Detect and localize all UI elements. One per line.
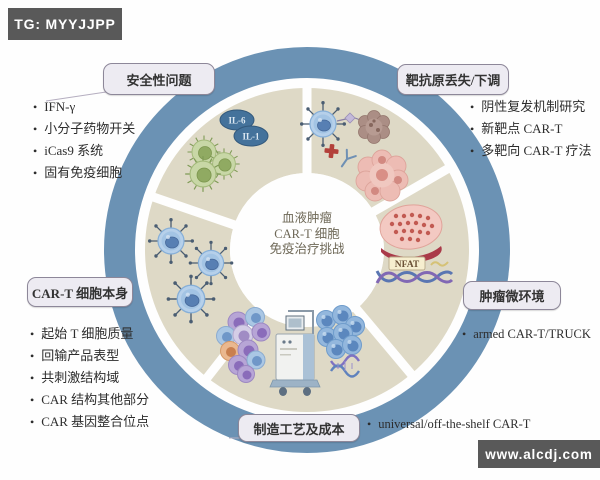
section-label-antigen-loss: 靶抗原丢失/下调 <box>397 64 509 95</box>
manufacturing-bullet-list: universal/off-the-shelf CAR-T <box>367 413 530 435</box>
antigen-bullet-list: 阴性复发机制研究 新靶点 CAR-T 多靶向 CAR-T 疗法 <box>470 96 591 162</box>
tumor-cell-large <box>355 149 409 202</box>
bullet-item: 回输产品表型 <box>30 345 149 367</box>
cart-attacking-tumor-illustration <box>300 101 409 202</box>
bullet-item: IFN-γ <box>33 96 135 118</box>
website-watermark: www.alcdj.com <box>478 440 600 468</box>
bullet-item: 多靶向 CAR-T 疗法 <box>470 140 591 162</box>
center-title: 血液肿瘤 CAR-T 细胞 免疫治疗挑战 <box>227 211 387 258</box>
bullet-item: CAR 结构其他部分 <box>30 389 149 411</box>
center-hub <box>230 173 384 327</box>
dna-icon <box>329 354 361 378</box>
bullet-item: 固有免疫细胞 <box>33 162 135 184</box>
il6-label: IL-6 <box>228 116 246 126</box>
tumor-cell-small <box>358 110 390 144</box>
section-label-manufacturing: 制造工艺及成本 <box>238 414 360 442</box>
nfat-dna-illustration: NFAT <box>375 256 454 284</box>
section-label-tme: 肿瘤微环境 <box>463 281 561 310</box>
section-label-cart-cell: CAR-T 细胞本身 <box>27 277 133 307</box>
nfat-label: NFAT <box>395 260 420 270</box>
bullet-item: universal/off-the-shelf CAR-T <box>367 413 530 435</box>
il1-label: IL-1 <box>242 132 260 142</box>
leukapheresis-product-cells-illustration <box>216 307 271 383</box>
bullet-item: 小分子药物开关 <box>33 118 135 140</box>
center-title-line3: 免疫治疗挑战 <box>269 242 345 256</box>
tme-bullet-list: armed CAR-T/TRUCK <box>462 323 591 345</box>
center-title-line2: CAR-T 细胞 <box>274 226 340 241</box>
bullet-item: 新靶点 CAR-T <box>470 118 591 140</box>
apheresis-machine-illustration <box>269 310 321 396</box>
antibody-y-icon <box>340 148 357 168</box>
bullet-item: CAR 基因整合位点 <box>30 411 149 433</box>
bullet-item: 共刺激结构域 <box>30 367 149 389</box>
section-label-safety: 安全性问题 <box>103 63 215 95</box>
telegram-watermark: TG: MYYJJPP <box>8 8 122 40</box>
dna-strand <box>375 271 454 284</box>
center-title-line1: 血液肿瘤 <box>281 211 332 225</box>
expanded-cart-cells-illustration <box>316 305 365 378</box>
bullet-item: armed CAR-T/TRUCK <box>462 323 591 345</box>
cytokine-il6-il1-illustration: IL-6 IL-1 <box>219 109 269 147</box>
plus-sign <box>324 143 339 159</box>
bullet-item: iCas9 系统 <box>33 140 135 162</box>
cart-cell-bullet-list: 起始 T 细胞质量 回输产品表型 共刺激结构域 CAR 结构其他部分 CAR 基… <box>30 323 149 433</box>
bullet-item: 起始 T 细胞质量 <box>30 323 149 345</box>
safety-bullet-list: IFN-γ 小分子药物开关 iCas9 系统 固有免疫细胞 <box>33 96 135 184</box>
bullet-item: 阴性复发机制研究 <box>470 96 591 118</box>
